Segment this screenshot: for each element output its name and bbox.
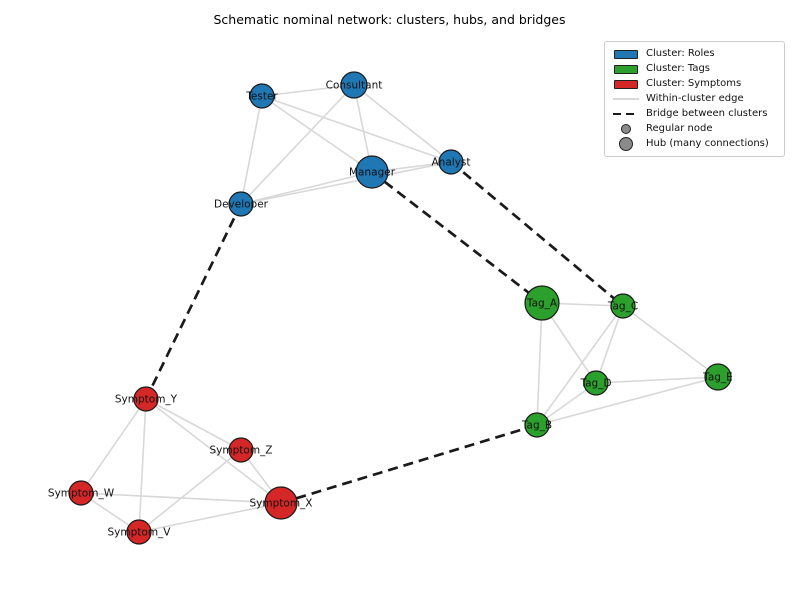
legend-item-0: Cluster: Roles bbox=[612, 47, 777, 61]
node-label-Manager: Manager bbox=[349, 167, 396, 179]
node-label-Symptom_Y: Symptom_Y bbox=[115, 394, 178, 406]
within-edge bbox=[536, 376, 719, 426]
node-label-Tag_C: Tag_C bbox=[607, 301, 638, 313]
node-label-Symptom_Z: Symptom_Z bbox=[210, 445, 273, 457]
legend-item-label: Within-cluster edge bbox=[646, 93, 744, 104]
node-Tag_D bbox=[583, 370, 609, 396]
node-Tester bbox=[249, 83, 275, 109]
legend-item-label: Cluster: Tags bbox=[646, 63, 711, 74]
node-label-Symptom_V: Symptom_V bbox=[108, 527, 172, 539]
legend-item-label: Bridge between clusters bbox=[646, 108, 768, 119]
node-label-Developer: Developer bbox=[214, 199, 269, 211]
bridge-edge bbox=[280, 423, 538, 505]
within-edge bbox=[595, 376, 719, 384]
node-label-Tag_B: Tag_B bbox=[521, 420, 552, 432]
within-edge bbox=[595, 305, 624, 384]
figure-title: Schematic nominal network: clusters, hub… bbox=[213, 12, 566, 27]
node-Tag_B bbox=[524, 412, 550, 438]
within-edge bbox=[622, 305, 719, 378]
legend-item-1: Cluster: Tags bbox=[612, 62, 777, 76]
within-edge bbox=[80, 492, 282, 504]
within-edge bbox=[240, 161, 452, 205]
within-edge bbox=[261, 95, 452, 163]
legend-item-label: Cluster: Symptoms bbox=[646, 78, 742, 89]
legend-item-label: Hub (many connections) bbox=[646, 138, 769, 149]
legend-item-3: Within-cluster edge bbox=[612, 92, 777, 106]
within-edge bbox=[138, 449, 242, 533]
node-Symptom_Y bbox=[133, 386, 159, 412]
hub-node-Symptom_X bbox=[264, 486, 298, 520]
node-label-Analyst: Analyst bbox=[432, 157, 471, 169]
node-label-Tag_D: Tag_D bbox=[579, 378, 611, 390]
bridge-edge bbox=[144, 203, 243, 400]
legend-item-2: Cluster: Symptoms bbox=[612, 77, 777, 91]
node-Symptom_W bbox=[68, 480, 94, 506]
regular-node-icon bbox=[620, 124, 631, 134]
within-edge bbox=[145, 398, 282, 504]
node-Tag_E bbox=[704, 363, 732, 391]
bridge-edge bbox=[450, 160, 624, 308]
within-edge bbox=[240, 171, 373, 205]
legend-item-6: Hub (many connections) bbox=[612, 137, 777, 151]
hub-node-Manager bbox=[355, 155, 389, 189]
within-edge bbox=[353, 84, 452, 163]
legend-symptoms-swatch bbox=[613, 79, 638, 89]
hub-node-icon bbox=[618, 137, 633, 151]
within-edge bbox=[240, 95, 263, 205]
node-Consultant bbox=[340, 71, 368, 99]
node-label-Consultant: Consultant bbox=[326, 80, 383, 92]
node-Developer bbox=[228, 191, 254, 217]
graph-nodes bbox=[68, 71, 732, 545]
node-label-Symptom_X: Symptom_X bbox=[250, 498, 313, 510]
node-Symptom_V bbox=[126, 519, 152, 545]
hub-node-Tag_A bbox=[524, 285, 560, 321]
within-edge bbox=[536, 302, 543, 426]
bridge-edges bbox=[144, 160, 624, 505]
legend-item-label: Regular node bbox=[646, 123, 713, 134]
within-edge bbox=[240, 84, 355, 205]
node-Analyst bbox=[438, 149, 464, 175]
within-edge bbox=[145, 398, 242, 451]
bridge-edge bbox=[371, 170, 543, 305]
node-label-Symptom_W: Symptom_W bbox=[48, 488, 115, 500]
legend-roles-swatch bbox=[613, 49, 638, 59]
legend-item-4: Bridge between clusters bbox=[612, 107, 777, 121]
within-edge bbox=[80, 398, 147, 494]
legend-item-label: Cluster: Roles bbox=[646, 48, 715, 59]
bridge-dashed-line-icon bbox=[612, 112, 639, 116]
node-label-Tester: Tester bbox=[245, 91, 278, 103]
node-Tag_C bbox=[610, 293, 636, 319]
within-edge bbox=[138, 502, 282, 533]
node-Symptom_Z bbox=[228, 437, 254, 463]
node-label-Tag_E: Tag_E bbox=[702, 372, 733, 384]
within-cluster-edge-line-icon bbox=[612, 97, 639, 101]
legend-item-5: Regular node bbox=[612, 122, 777, 136]
node-label-Tag_A: Tag_A bbox=[526, 298, 558, 310]
within-edge bbox=[536, 305, 624, 426]
within-edge bbox=[138, 398, 147, 533]
within-edge bbox=[261, 84, 355, 97]
legend-tags-swatch bbox=[613, 64, 638, 74]
within-edge bbox=[261, 95, 373, 173]
